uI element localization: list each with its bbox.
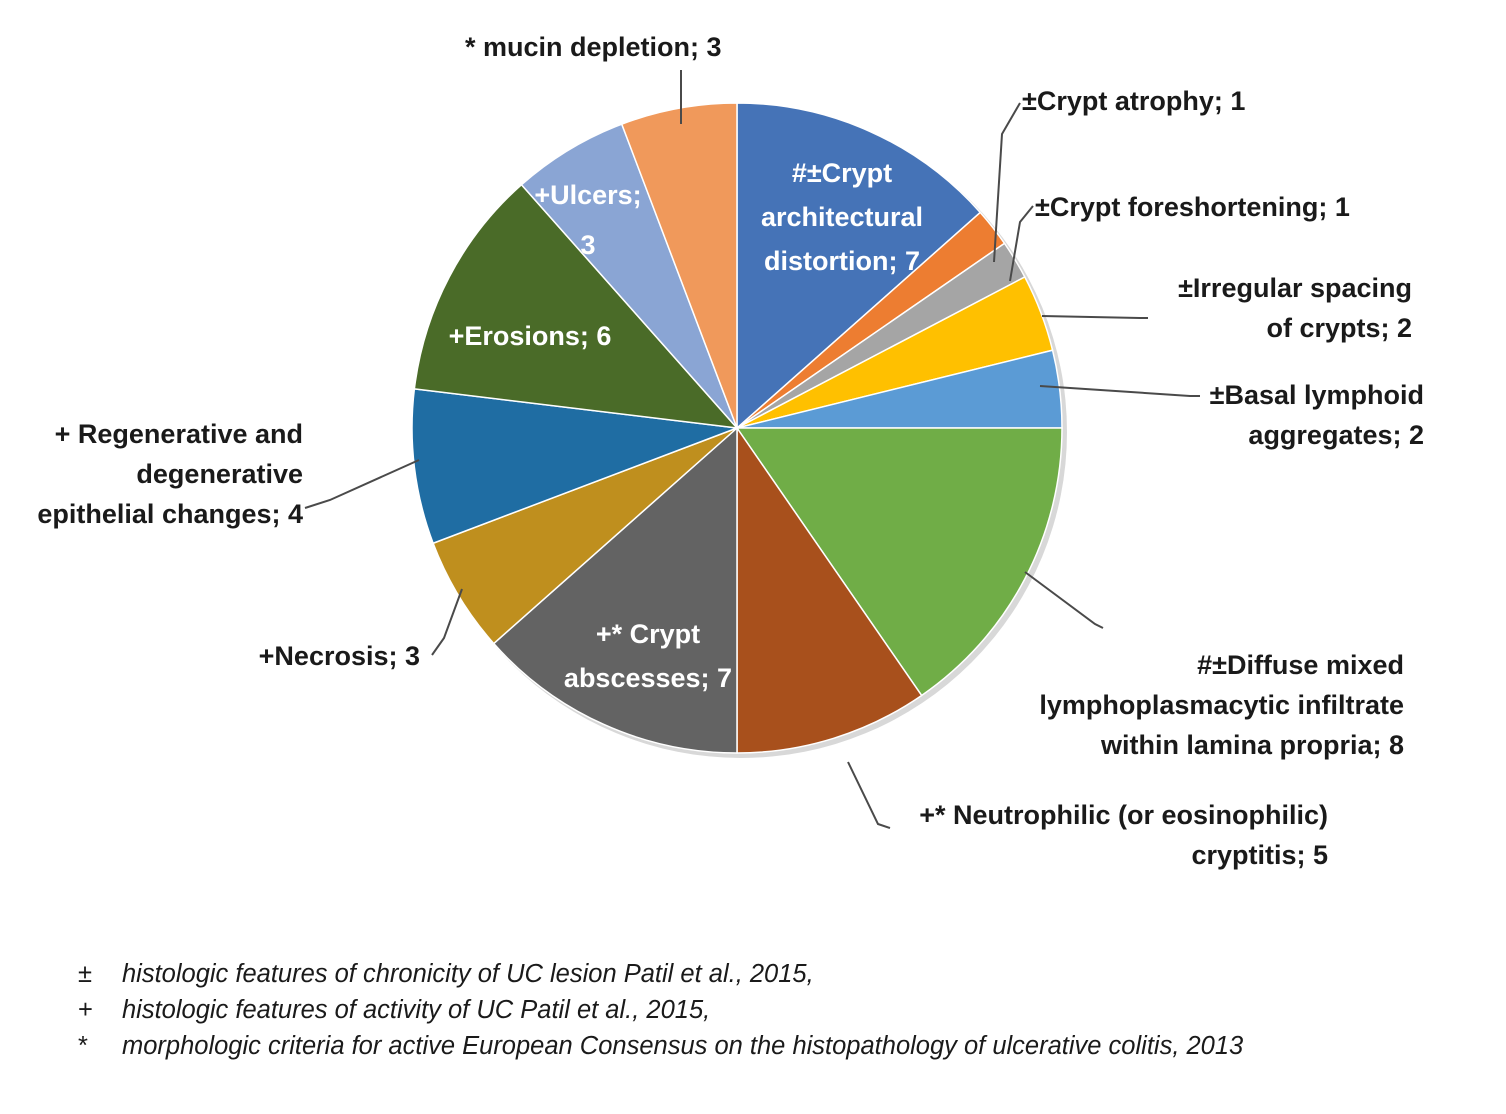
pie-slices-group: [411, 102, 1063, 754]
slice-label-line: abscesses; 7: [564, 663, 732, 693]
slice-label-line: aggregates; 2: [1248, 420, 1424, 450]
slice-label-line: 3: [580, 230, 595, 260]
slice-label-neutrophilic-cryptitis: +* Neutrophilic (or eosinophilic) cryptit…: [919, 800, 1328, 870]
leader-line-regenerative-changes: [304, 459, 420, 509]
slice-label-line: ±Irregular spacing: [1178, 273, 1412, 303]
pie-slice-erosions[interactable]: [413, 183, 739, 429]
outside-slice-labels-group: ±Crypt atrophy; 1 ±Crypt foreshortening; …: [37, 32, 1424, 870]
slice-label-irregular-spacing-of-crypts: ±Irregular spacing of crypts; 2: [1178, 273, 1412, 343]
slice-label-crypt-architectural-distortion: #±Crypt architectural distortion; 7: [761, 158, 923, 276]
footnote-text: histologic features of chronicity of UC …: [122, 960, 814, 988]
footnote-symbol: ±: [78, 960, 92, 988]
slice-label-necrosis: +Necrosis; 3: [259, 641, 420, 671]
slice-label-line: ±Crypt atrophy; 1: [1022, 86, 1245, 116]
slice-label-line: lymphoplasmacytic infiltrate: [1039, 690, 1404, 720]
leader-line-basal-lymphoid: [1039, 385, 1200, 397]
slice-label-line: epithelial changes; 4: [37, 499, 303, 529]
leader-line-necrosis: [431, 588, 463, 656]
footnote-row-2: * morphologic criteria for active Europe…: [78, 1028, 1478, 1064]
slice-label-line: +Erosions; 6: [449, 321, 612, 351]
slice-label-erosions: +Erosions; 6: [449, 321, 612, 351]
footnote-row-0: ± histologic features of chronicity of U…: [78, 956, 1478, 992]
pie-slice-mucin-depletion[interactable]: [620, 102, 738, 429]
slice-label-line: #±Diffuse mixed: [1197, 650, 1404, 680]
slice-label-mucin-depletion: * mucin depletion; 3: [465, 32, 722, 62]
slice-label-line: * mucin depletion; 3: [465, 32, 722, 62]
footnote-block: ± histologic features of chronicity of U…: [78, 956, 1478, 1064]
inside-slice-labels-group: #±Crypt architectural distortion; 7 +* Cryp…: [449, 158, 923, 693]
slice-label-line: +Necrosis; 3: [259, 641, 420, 671]
leader-line-irregular-spacing: [1041, 315, 1148, 319]
pie-slice-crypt-abscesses[interactable]: [492, 426, 738, 754]
leader-line-neutrophilic-cryptitis: [847, 761, 891, 829]
slice-label-diffuse-mixed-lymphoplasmacytic-infiltrate: #±Diffuse mixed lymphoplasmacytic infiltr…: [1039, 650, 1404, 760]
slice-label-line: +Ulcers;: [534, 180, 641, 210]
slice-label-line: + Regenerative and: [55, 419, 303, 449]
pie-slice-neutrophilic-cryptitis[interactable]: [736, 425, 923, 754]
slice-label-line: degenerative: [136, 459, 303, 489]
footnote-row-1: + histologic features of activity of UC …: [78, 992, 1478, 1028]
slice-label-line: within lamina propria; 8: [1100, 730, 1404, 760]
leader-line-crypt-atrophy: [993, 102, 1021, 263]
pie-slice-crypt-architectural-distortion[interactable]: [736, 102, 982, 430]
footnote-text: morphologic criteria for active European…: [122, 1032, 1244, 1060]
leader-line-crypt-foreshortening: [1009, 205, 1034, 282]
slice-label-line: ±Crypt foreshortening; 1: [1035, 192, 1350, 222]
slice-label-line: architectural: [761, 202, 923, 232]
slice-label-ulcers: +Ulcers; 3: [534, 180, 641, 260]
slice-label-line: distortion; 7: [764, 246, 920, 276]
slice-label-crypt-abscesses: +* Crypt abscesses; 7: [564, 619, 732, 693]
slice-label-crypt-atrophy: ±Crypt atrophy; 1: [1022, 86, 1245, 116]
slice-label-line: #±Crypt: [792, 158, 892, 188]
leader-line-diffuse-infiltrate: [1024, 571, 1104, 629]
slice-label-line: ±Basal lymphoid: [1210, 380, 1424, 410]
slice-label-crypt-foreshortening: ±Crypt foreshortening; 1: [1035, 192, 1350, 222]
slice-label-line: +* Neutrophilic (or eosinophilic): [919, 800, 1328, 830]
pie-slice-diffuse-mixed-lymphoplasmacytic-infiltrate[interactable]: [735, 427, 1063, 697]
footnote-symbol: +: [78, 996, 93, 1024]
slice-label-line: +* Crypt: [596, 619, 700, 649]
footnote-text: histologic features of activity of UC Pa…: [122, 996, 711, 1024]
slice-label-line: cryptitis; 5: [1191, 840, 1328, 870]
slice-label-basal-lymphoid-aggregates: ±Basal lymphoid aggregates; 2: [1210, 380, 1424, 450]
footnote-symbol: *: [78, 1032, 88, 1060]
slice-label-regenerative-degenerative-epithelial-changes: + Regenerative and degenerative epithelial…: [37, 419, 303, 529]
slice-label-line: of crypts; 2: [1266, 313, 1412, 343]
pie-slice-regenerative-degenerative-epithelial-changes[interactable]: [411, 387, 738, 545]
leader-lines-group: [304, 70, 1200, 829]
